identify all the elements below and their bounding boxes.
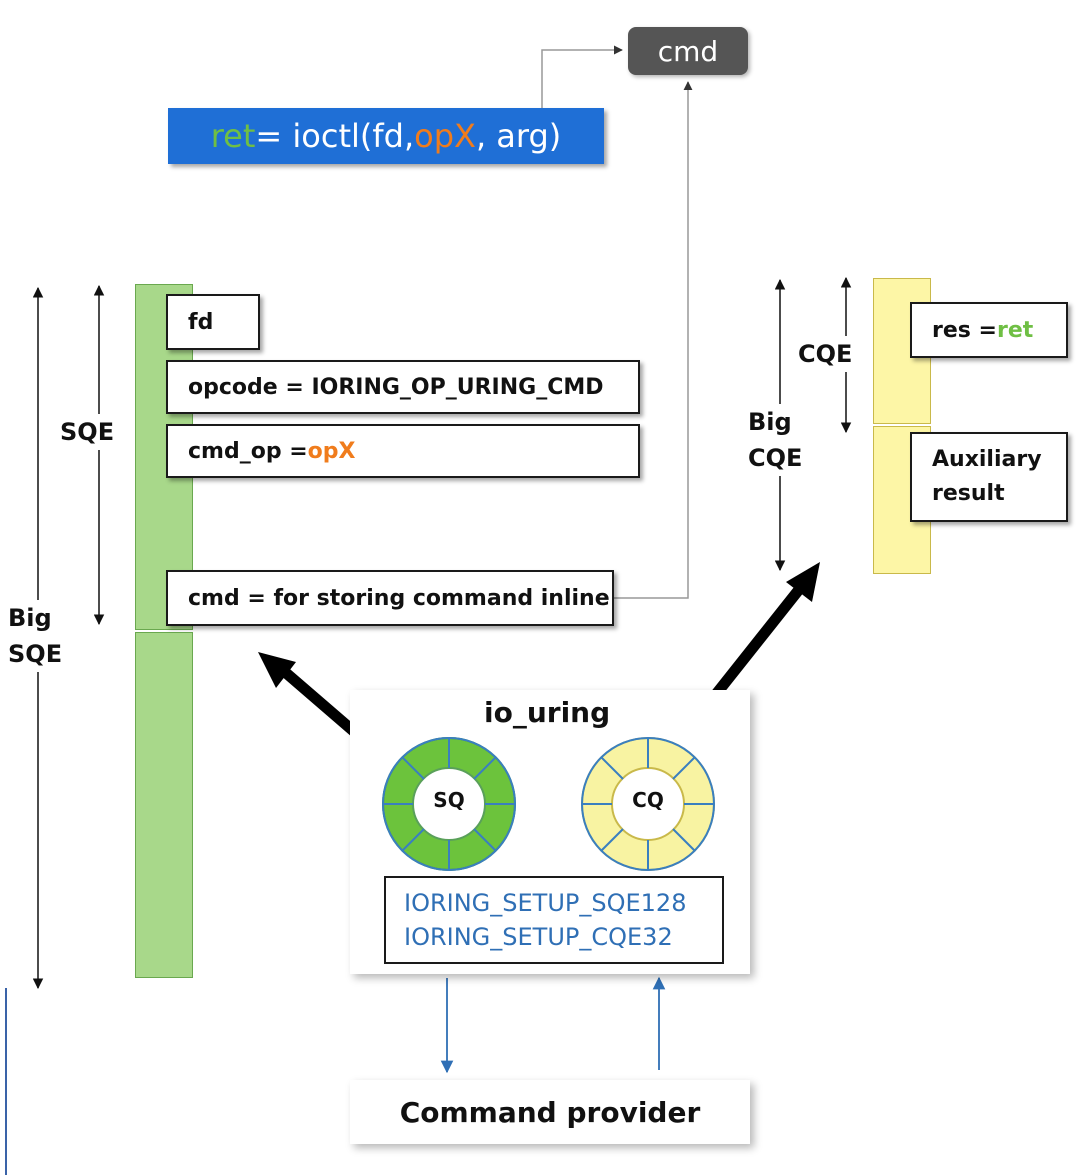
cqe-label-text: CQE <box>798 340 853 368</box>
sqe-label: SQE <box>58 414 117 450</box>
cqe-field-aux-line1: Auxiliary <box>932 447 1042 472</box>
sqe-field-opcode-text: opcode = IORING_OP_URING_CMD <box>188 374 604 400</box>
sqe-field-fd: fd <box>166 294 260 350</box>
big-sqe-label: Big SQE <box>6 600 65 672</box>
cq-ring <box>581 737 715 871</box>
cqe-label: CQE <box>796 336 855 372</box>
big-cqe-label: Big CQE <box>746 404 805 476</box>
ioctl-to-cmd-arrow <box>541 45 623 108</box>
ioctl-call: = ioctl(fd, <box>255 117 415 155</box>
cqe-field-aux: Auxiliary result <box>910 432 1068 522</box>
sq-ring-label-text: SQ <box>433 788 465 812</box>
sqe-field-fd-text: fd <box>188 309 214 335</box>
cqe-field-res-prefix: res = <box>932 317 997 343</box>
sqe-field-cmd-op-value: opX <box>307 438 356 464</box>
cmd-box-label: cmd <box>657 34 719 68</box>
sqe-field-cmd-text: cmd = for storing command inline <box>188 585 610 611</box>
big-sqe-label-line2: SQE <box>8 640 63 668</box>
sqe-field-opcode: opcode = IORING_OP_URING_CMD <box>166 360 640 414</box>
cq-ring-label: CQ <box>613 788 683 812</box>
sqe-field-cmd: cmd = for storing command inline <box>166 570 614 626</box>
sqe-field-cmd-op-prefix: cmd_op = <box>188 438 308 464</box>
ioctl-ret: ret <box>210 117 256 155</box>
sqe-field-cmd-op: cmd_op = opX <box>166 424 640 478</box>
big-cqe-label-line1: Big <box>748 408 792 436</box>
setup-flag-sqe128: IORING_SETUP_SQE128 <box>404 889 687 917</box>
sq-ring <box>382 737 516 871</box>
big-cqe-label-line2: CQE <box>748 444 803 472</box>
cqe-field-res-value: ret <box>996 317 1034 343</box>
cmd-box: cmd <box>628 27 748 75</box>
sqe-label-text: SQE <box>60 418 115 446</box>
cqe-field-res: res = ret <box>910 302 1068 358</box>
cmd-field-to-cmd-arrow <box>614 81 693 599</box>
io-uring-title-text: io_uring <box>484 696 611 729</box>
big-sqe-label-line1: Big <box>8 604 52 632</box>
setup-flag-cqe32: IORING_SETUP_CQE32 <box>404 923 673 951</box>
ioctl-tail: , arg) <box>475 117 562 155</box>
ioctl-banner: ret = ioctl(fd, opX, arg) <box>168 108 604 164</box>
command-provider-label: Command provider <box>399 1095 701 1129</box>
cqe-field-aux-line2: result <box>932 481 1005 506</box>
sq-ring-label: SQ <box>414 788 484 812</box>
ioctl-opx: opX <box>414 117 476 155</box>
cq-ring-label-text: CQ <box>632 788 664 812</box>
io-uring-title: io_uring <box>484 696 610 729</box>
sqe-bar-lower <box>135 632 193 978</box>
setup-flags-box: IORING_SETUP_SQE128 IORING_SETUP_CQE32 <box>384 876 724 964</box>
command-provider-panel: Command provider <box>350 1080 750 1144</box>
